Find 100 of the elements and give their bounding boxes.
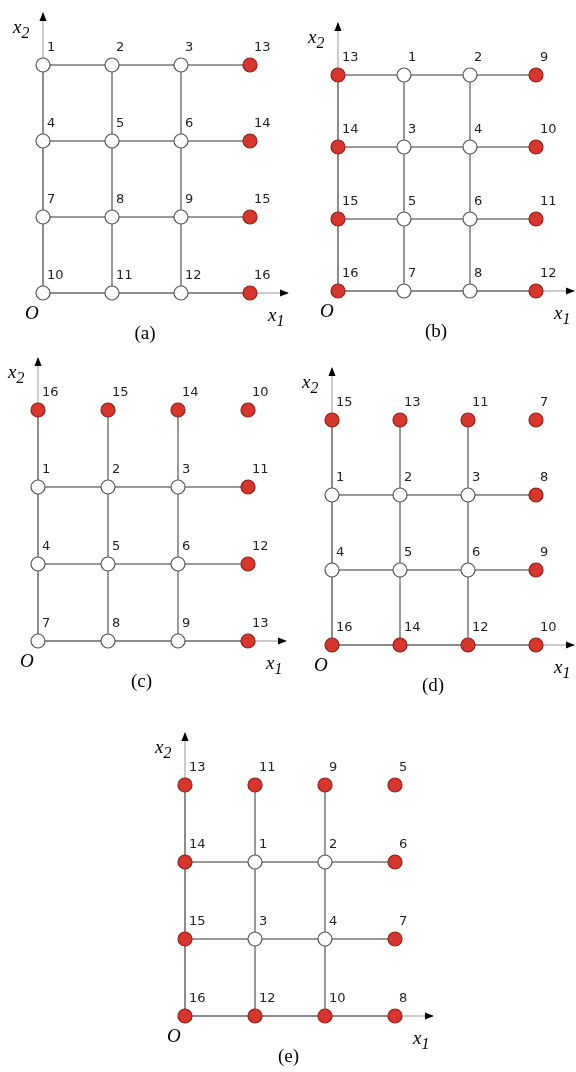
node-number: 1 bbox=[42, 462, 51, 476]
node-number: 6 bbox=[474, 194, 483, 208]
node-number: 11 bbox=[252, 462, 269, 476]
grid-line bbox=[331, 501, 333, 564]
node-number: 5 bbox=[399, 760, 408, 774]
origin-label: O bbox=[25, 303, 39, 322]
node-number: 4 bbox=[336, 545, 345, 559]
node-number: 13 bbox=[342, 50, 359, 64]
grid-line bbox=[49, 64, 106, 66]
grid-line bbox=[254, 868, 256, 933]
grid-line bbox=[406, 644, 462, 646]
grid-line bbox=[37, 493, 39, 558]
grid-line bbox=[324, 791, 326, 856]
node-number: 7 bbox=[47, 192, 56, 206]
node-number: 11 bbox=[259, 760, 276, 774]
node-number: 12 bbox=[540, 266, 557, 280]
grid-line bbox=[474, 644, 530, 646]
node-number: 13 bbox=[189, 760, 206, 774]
grid-line bbox=[37, 570, 39, 635]
grid-line bbox=[331, 938, 389, 940]
node-number: 8 bbox=[399, 991, 408, 1005]
node-number: 13 bbox=[252, 616, 269, 630]
grid-line bbox=[42, 147, 44, 211]
node-number: 16 bbox=[189, 991, 206, 1005]
grid-line bbox=[467, 426, 469, 489]
grid-line bbox=[184, 640, 242, 642]
node-number: 16 bbox=[254, 268, 271, 282]
node-number: 8 bbox=[540, 470, 549, 484]
grid-line bbox=[44, 486, 102, 488]
grid-line bbox=[338, 569, 394, 571]
node-number: 9 bbox=[329, 760, 338, 774]
node-number: 3 bbox=[472, 470, 481, 484]
grid-line bbox=[187, 216, 244, 218]
grid-line bbox=[406, 569, 462, 571]
grid-line bbox=[337, 81, 339, 141]
grid-line bbox=[474, 569, 530, 571]
axis-label: x$_{1}$ bbox=[554, 303, 571, 327]
grid-line bbox=[49, 216, 106, 218]
node-number: 10 bbox=[252, 385, 269, 399]
node-number: 3 bbox=[185, 40, 194, 54]
node-number: 6 bbox=[185, 116, 194, 130]
node-number: 14 bbox=[342, 122, 359, 136]
node-number: 16 bbox=[42, 385, 59, 399]
grid-line bbox=[476, 218, 530, 220]
node-number: 12 bbox=[259, 991, 276, 1005]
grid-line bbox=[42, 71, 44, 135]
grid-line bbox=[324, 945, 326, 1010]
origin-label: O bbox=[314, 655, 328, 674]
grid-line bbox=[111, 71, 113, 135]
node-number: 15 bbox=[189, 914, 206, 928]
node-number: 4 bbox=[474, 122, 483, 136]
node-number: 15 bbox=[342, 194, 359, 208]
node-number: 1 bbox=[408, 50, 417, 64]
grid-line bbox=[469, 81, 471, 141]
grid-line bbox=[254, 945, 256, 1010]
grid-line bbox=[410, 290, 464, 292]
panel-caption: (d) bbox=[422, 675, 445, 694]
grid-line bbox=[399, 576, 401, 639]
node-number: 4 bbox=[47, 116, 56, 130]
panel-caption: (e) bbox=[278, 1046, 300, 1065]
grid-line bbox=[403, 153, 405, 213]
node-number: 2 bbox=[112, 462, 121, 476]
grid-line bbox=[331, 576, 333, 639]
node-number: 2 bbox=[404, 470, 413, 484]
node-number: 5 bbox=[404, 545, 413, 559]
axis-label: x$_{2}$ bbox=[302, 372, 319, 396]
node-number: 1 bbox=[336, 470, 345, 484]
grid-line bbox=[331, 1015, 389, 1017]
grid-line bbox=[118, 64, 175, 66]
panel-caption: (b) bbox=[425, 321, 448, 340]
node-number: 2 bbox=[329, 837, 338, 851]
grid-line bbox=[107, 570, 109, 635]
grid-line bbox=[184, 486, 242, 488]
node-number: 4 bbox=[42, 539, 51, 553]
node-number: 7 bbox=[399, 914, 408, 928]
panel-caption: (c) bbox=[131, 671, 153, 690]
node-number: 6 bbox=[399, 837, 408, 851]
grid-line bbox=[467, 501, 469, 564]
grid-line bbox=[107, 493, 109, 558]
axis-label: x$_{2}$ bbox=[155, 737, 172, 761]
origin-label: O bbox=[167, 1026, 181, 1045]
grid-line bbox=[111, 147, 113, 211]
node-number: 10 bbox=[540, 122, 557, 136]
grid-line bbox=[338, 644, 394, 646]
node-number: 6 bbox=[472, 545, 481, 559]
grid-line bbox=[114, 486, 172, 488]
grid-line bbox=[476, 74, 530, 76]
grid-line bbox=[180, 147, 182, 211]
grid-line bbox=[184, 945, 186, 1010]
node-number: 14 bbox=[182, 385, 199, 399]
grid-line bbox=[261, 861, 319, 863]
grid-line bbox=[184, 868, 186, 933]
grid-line bbox=[118, 292, 175, 294]
node-number: 8 bbox=[116, 192, 125, 206]
grid-line bbox=[191, 938, 249, 940]
node-number: 3 bbox=[182, 462, 191, 476]
node-number: 16 bbox=[336, 620, 353, 634]
grid-line bbox=[49, 140, 106, 142]
node-number: 3 bbox=[408, 122, 417, 136]
grid-line bbox=[107, 416, 109, 481]
